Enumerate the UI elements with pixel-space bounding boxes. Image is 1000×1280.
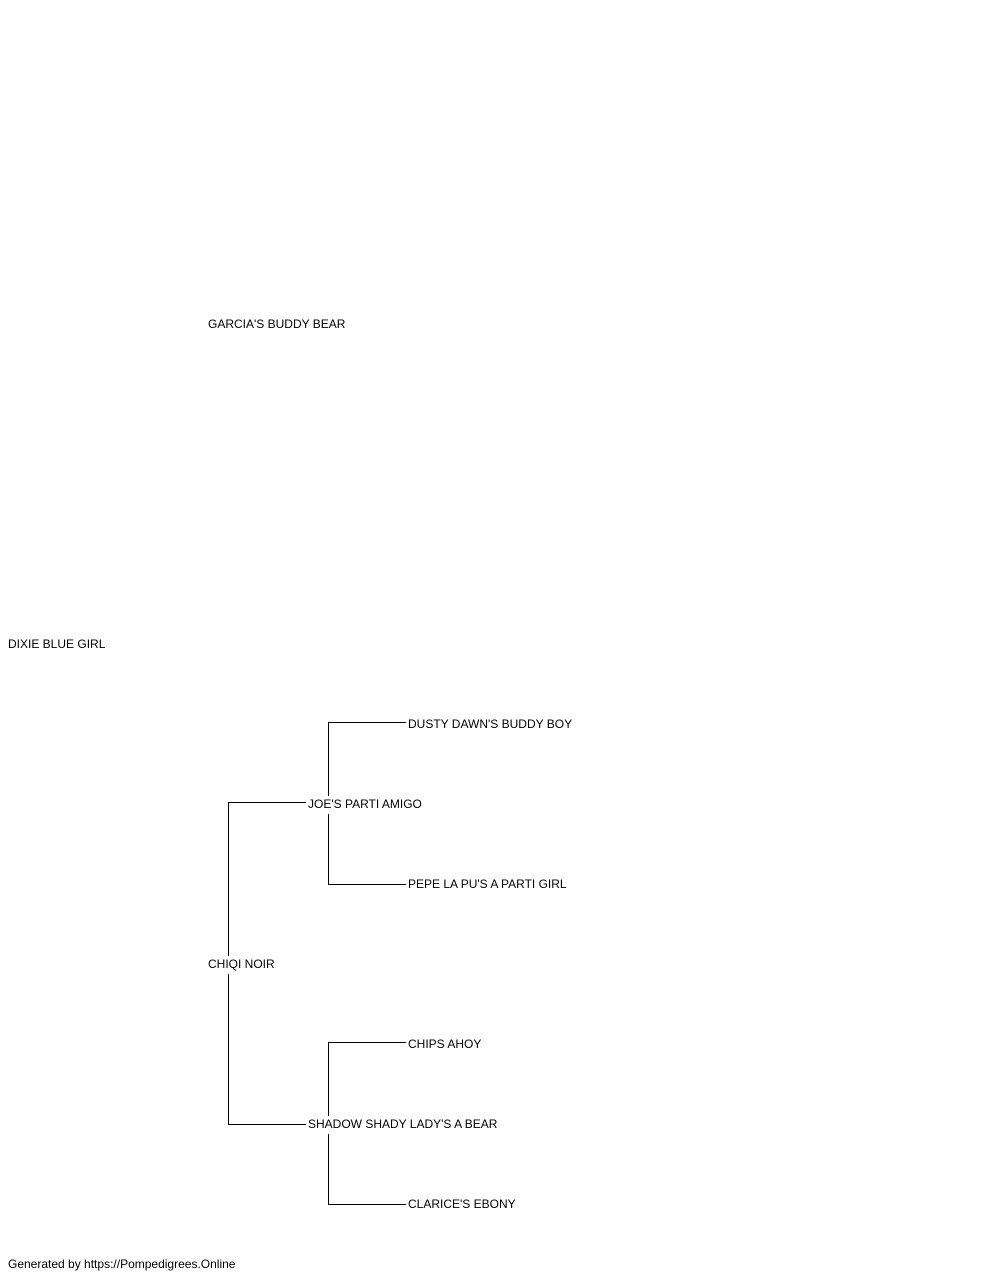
dam-dam-sire-name: CHIPS AHOY — [408, 1037, 484, 1051]
dam-name: CHIQI NOIR — [208, 957, 277, 971]
sire-name: GARCIA'S BUDDY BEAR — [208, 317, 348, 331]
generated-by-footer: Generated by https://Pompedigrees.Online — [8, 1257, 236, 1271]
dam-sire-name: JOE'S PARTI AMIGO — [308, 797, 424, 811]
connector-chiqi-noir-dam — [228, 974, 306, 1125]
connector-joes-parti-amigo-dam — [328, 814, 406, 885]
connector-shadow-shady-lady-dam — [328, 1134, 406, 1205]
dam-dam-name: SHADOW SHADY LADY'S A BEAR — [308, 1117, 500, 1131]
dam-dam-dam-name: CLARICE'S EBONY — [408, 1197, 518, 1211]
subject-name: DIXIE BLUE GIRL — [8, 637, 108, 651]
connector-chiqi-noir-sire — [228, 802, 306, 956]
connector-shadow-shady-lady-sire — [328, 1042, 406, 1116]
connector-joes-parti-amigo-sire — [328, 722, 406, 796]
dam-sire-sire-name: DUSTY DAWN'S BUDDY BOY — [408, 717, 575, 731]
dam-sire-dam-name: PEPE LA PU'S A PARTI GIRL — [408, 877, 569, 891]
